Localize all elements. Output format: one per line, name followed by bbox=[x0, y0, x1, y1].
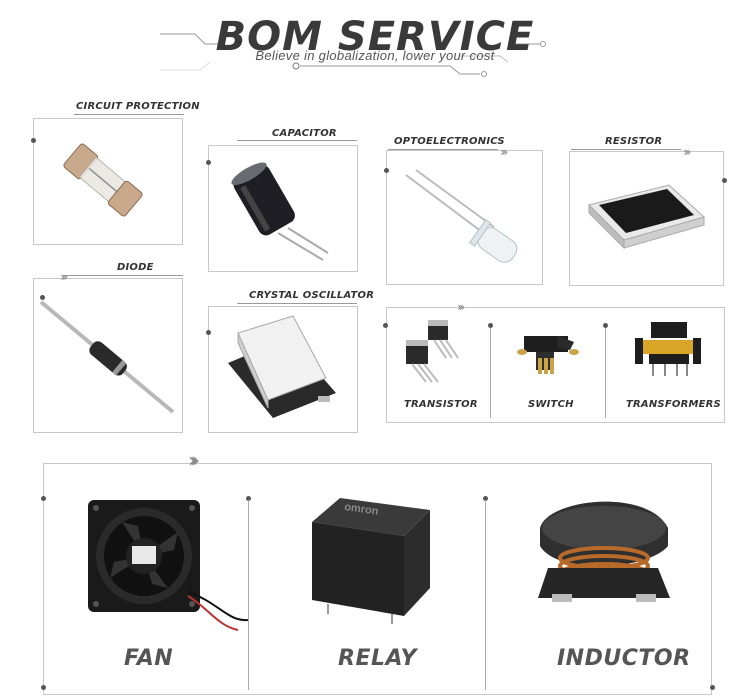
circuit-decoration-icon bbox=[160, 33, 546, 77]
divider bbox=[605, 328, 606, 418]
label-switch: SWITCH bbox=[528, 399, 574, 410]
crystal-oscillator-icon bbox=[228, 315, 336, 418]
label-underline bbox=[237, 140, 357, 141]
label-resistor: RESISTOR bbox=[605, 136, 663, 147]
label-diode: DIODE bbox=[117, 262, 154, 273]
label-underline bbox=[74, 114, 184, 115]
label-transistor: TRANSISTOR bbox=[404, 399, 478, 410]
card-large-components[interactable] bbox=[43, 463, 712, 695]
relay-brand: omron bbox=[344, 501, 380, 518]
divider bbox=[248, 500, 249, 690]
card-optoelectronics[interactable] bbox=[386, 150, 543, 285]
label-underline bbox=[63, 275, 183, 276]
bullet-dot bbox=[384, 168, 389, 173]
label-transformers: TRANSFORMERS bbox=[626, 399, 721, 410]
card-active-components[interactable] bbox=[386, 307, 725, 423]
bullet-dot bbox=[246, 496, 251, 501]
relay-icon: omron bbox=[312, 498, 430, 624]
label-fan: FAN bbox=[124, 646, 174, 671]
label-crystal-oscillator: CRYSTAL OSCILLATOR bbox=[249, 290, 375, 301]
bullet-dot bbox=[722, 178, 727, 183]
transformer-icon bbox=[635, 322, 701, 376]
card-crystal-oscillator[interactable] bbox=[208, 306, 358, 433]
bullet-dot bbox=[383, 323, 388, 328]
page-title: BOM SERVICE bbox=[215, 14, 535, 60]
switch-icon bbox=[517, 336, 579, 374]
card-circuit-protection[interactable] bbox=[33, 118, 183, 245]
card-resistor[interactable] bbox=[569, 151, 724, 286]
bullet-dot bbox=[488, 323, 493, 328]
bullet-dot bbox=[206, 330, 211, 335]
card-diode[interactable] bbox=[33, 278, 183, 433]
led-icon bbox=[405, 169, 518, 263]
label-inductor: INDUCTOR bbox=[557, 646, 691, 671]
inductor-icon bbox=[538, 501, 670, 602]
label-underline bbox=[237, 303, 357, 304]
card-capacitor[interactable] bbox=[208, 145, 358, 272]
bullet-dot bbox=[483, 496, 488, 501]
divider bbox=[485, 500, 486, 690]
bullet-dot bbox=[41, 685, 46, 690]
divider bbox=[490, 328, 491, 418]
page-subtitle: Believe in globalization, lower your cos… bbox=[255, 48, 495, 63]
diode-icon bbox=[39, 300, 175, 414]
chevron-icon: ››› bbox=[500, 145, 509, 159]
bullet-dot bbox=[31, 138, 36, 143]
bullet-dot bbox=[710, 685, 715, 690]
transistor-icon bbox=[406, 320, 459, 383]
chevron-icon: ››› bbox=[60, 270, 69, 284]
chevron-icon: ››› bbox=[683, 145, 692, 159]
bullet-dot bbox=[40, 295, 45, 300]
label-circuit-protection: CIRCUIT PROTECTION bbox=[76, 101, 200, 112]
bullet-dot bbox=[603, 323, 608, 328]
chevron-icon: ››› bbox=[457, 300, 466, 314]
bullet-dot bbox=[41, 496, 46, 501]
chevron-icon: ››› bbox=[188, 448, 200, 472]
label-capacitor: CAPACITOR bbox=[272, 128, 337, 139]
fuse-icon bbox=[63, 143, 143, 217]
label-relay: RELAY bbox=[338, 646, 417, 671]
fan-icon bbox=[88, 500, 249, 631]
label-underline bbox=[571, 149, 681, 150]
bullet-dot bbox=[206, 160, 211, 165]
capacitor-icon bbox=[231, 162, 329, 261]
label-optoelectronics: OPTOELECTRONICS bbox=[394, 136, 505, 147]
label-underline bbox=[388, 149, 498, 150]
resistor-icon bbox=[588, 184, 705, 250]
